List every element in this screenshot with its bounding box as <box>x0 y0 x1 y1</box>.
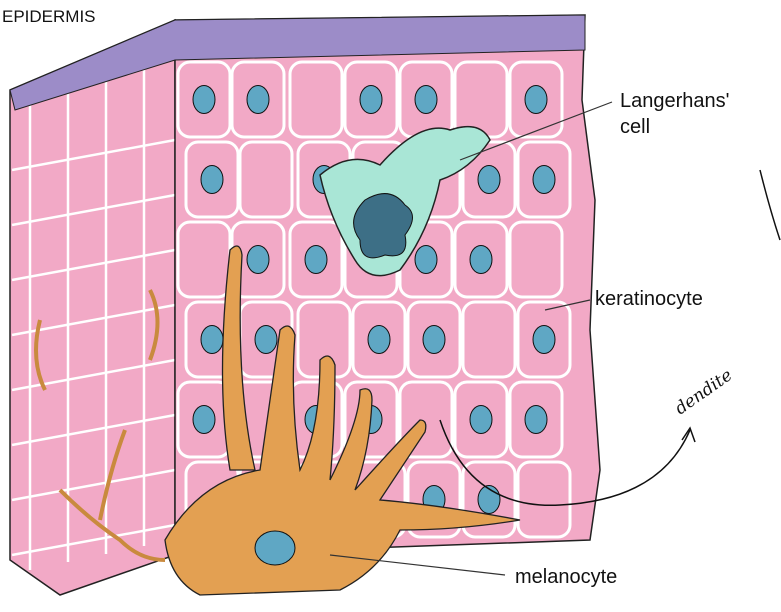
keratinocyte <box>351 300 407 379</box>
side-cell-boundary <box>11 193 176 227</box>
keratinocyte <box>406 460 462 539</box>
keratinocyte <box>453 380 509 459</box>
handwritten-arrow <box>439 169 781 506</box>
keratinocyte-nucleus <box>304 245 328 274</box>
langerhans-label-cell: cell <box>620 116 650 138</box>
keratinocyte <box>508 380 564 459</box>
keratinocyte <box>516 140 572 219</box>
melanocyte-label: melanocyte <box>515 566 617 588</box>
keratinocyte-nucleus <box>524 405 548 434</box>
keratinocyte-nucleus <box>200 325 224 354</box>
keratinocyte-nucleus <box>422 325 446 354</box>
keratinocyte <box>453 220 509 299</box>
keratinocyte-nucleus <box>532 325 556 354</box>
keratinocyte <box>238 140 294 219</box>
keratinocyte <box>230 60 286 139</box>
keratinocyte <box>516 460 572 539</box>
keratinocyte <box>406 300 462 379</box>
keratinocyte <box>398 380 454 459</box>
side-cell-boundary <box>11 248 176 282</box>
keratinocyte <box>343 60 399 139</box>
keratinocyte-nucleus <box>200 165 224 194</box>
keratinocyte-nucleus <box>532 165 556 194</box>
keratinocyte <box>508 60 564 139</box>
keratinocyte-nucleus <box>469 245 493 274</box>
side-cell-boundary <box>11 413 176 447</box>
keratinocyte-nucleus <box>254 325 278 354</box>
keratinocyte-nucleus <box>469 405 493 434</box>
side-cell-boundary <box>11 138 176 172</box>
keratinocyte-nucleus <box>246 85 270 114</box>
side-cells <box>11 58 176 570</box>
keratinocyte <box>508 220 564 299</box>
keratinocyte-nucleus <box>192 85 216 114</box>
keratinocyte-nucleus <box>192 405 216 434</box>
keratinocyte <box>184 140 240 219</box>
keratinocyte-nucleus <box>477 165 501 194</box>
leader-lines <box>329 101 613 576</box>
keratinocyte <box>288 60 344 139</box>
side-cell-boundary <box>11 468 176 502</box>
stratum-corneum-top <box>9 14 586 111</box>
keratinocyte-nucleus <box>414 85 438 114</box>
keratinocyte <box>343 380 399 459</box>
keratinocyte <box>288 220 344 299</box>
melanocyte-nucleus <box>254 530 296 566</box>
keratinocyte-nucleus <box>367 325 391 354</box>
melanocyte-side-dendrites <box>34 289 166 562</box>
keratinocyte-nucleus <box>359 85 383 114</box>
langerhans-nucleus <box>353 193 413 259</box>
keratinocyte <box>461 300 517 379</box>
keratinocyte-nucleus <box>246 245 270 274</box>
keratinocyte-nucleus <box>524 85 548 114</box>
keratinocyte <box>461 460 517 539</box>
side-face <box>9 18 176 596</box>
melanocyte-cell <box>164 245 521 596</box>
keratinocyte <box>176 60 232 139</box>
dendrite-annotation: dendite <box>671 365 736 419</box>
keratinocyte-nucleus <box>414 245 438 274</box>
side-cell-boundary <box>11 358 176 392</box>
langerhans-label: Langerhans' <box>620 90 729 112</box>
side-cell-boundary <box>11 523 176 557</box>
keratinocyte <box>516 300 572 379</box>
diagram-title: EPIDERMIS <box>2 7 96 26</box>
keratinocyte-label: keratinocyte <box>595 288 703 310</box>
